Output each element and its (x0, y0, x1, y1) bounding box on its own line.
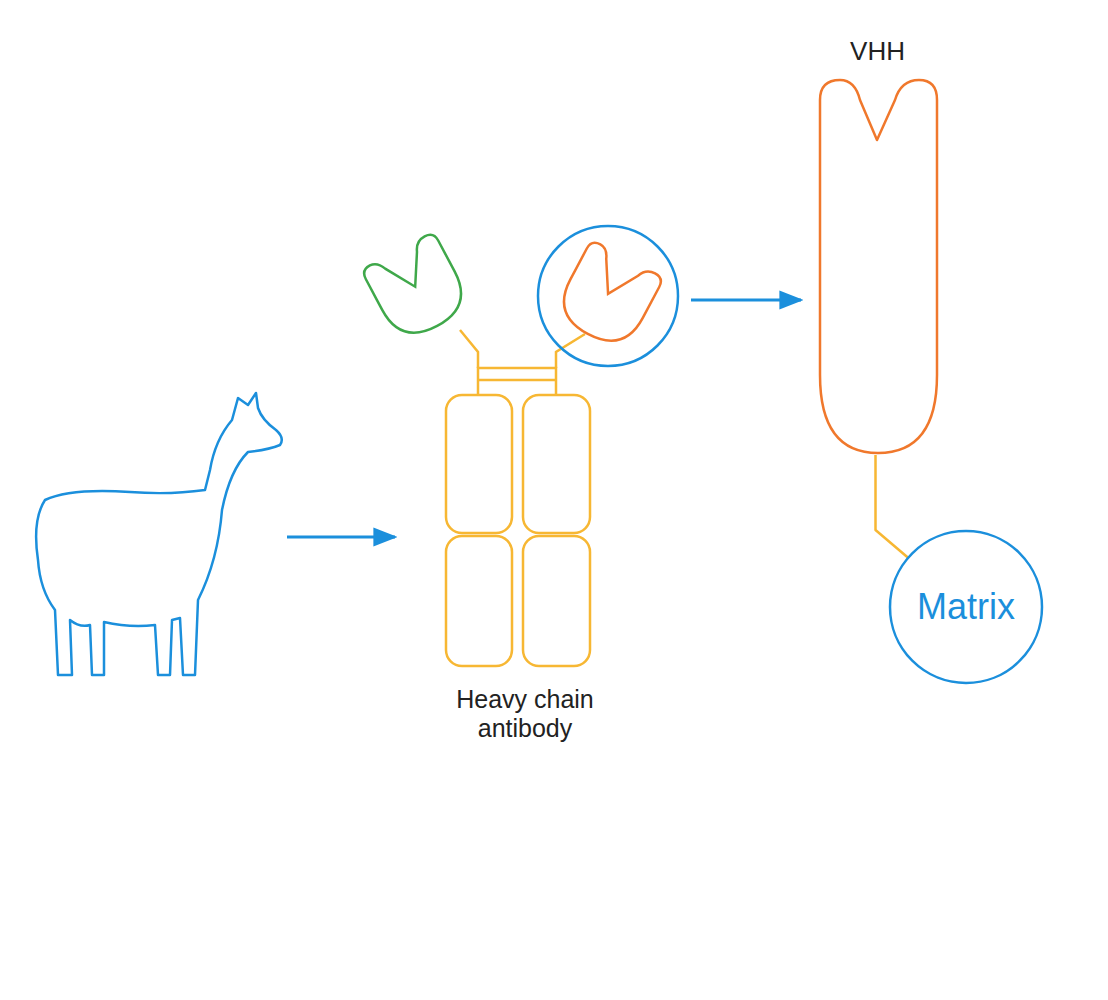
heavy-chain-constant-domains (446, 395, 590, 666)
vhh-domain-outline (805, 35, 950, 460)
vhh-node: VHH (805, 35, 950, 460)
highlight-circle (538, 226, 678, 366)
hinge (460, 330, 585, 395)
antibody-label: Heavy chain antibody (425, 685, 625, 743)
process-arrow (691, 299, 801, 302)
variable-domain (361, 232, 473, 346)
matrix-circle: Matrix (888, 529, 1044, 685)
antibody-node: Heavy chain antibody (365, 225, 685, 770)
llama-outline (36, 393, 282, 675)
arrow (287, 536, 395, 539)
matrix-label: Matrix (917, 586, 1015, 627)
domain-label: VHH (805, 37, 950, 67)
variable-domain (552, 240, 664, 354)
linker-line (876, 455, 909, 558)
